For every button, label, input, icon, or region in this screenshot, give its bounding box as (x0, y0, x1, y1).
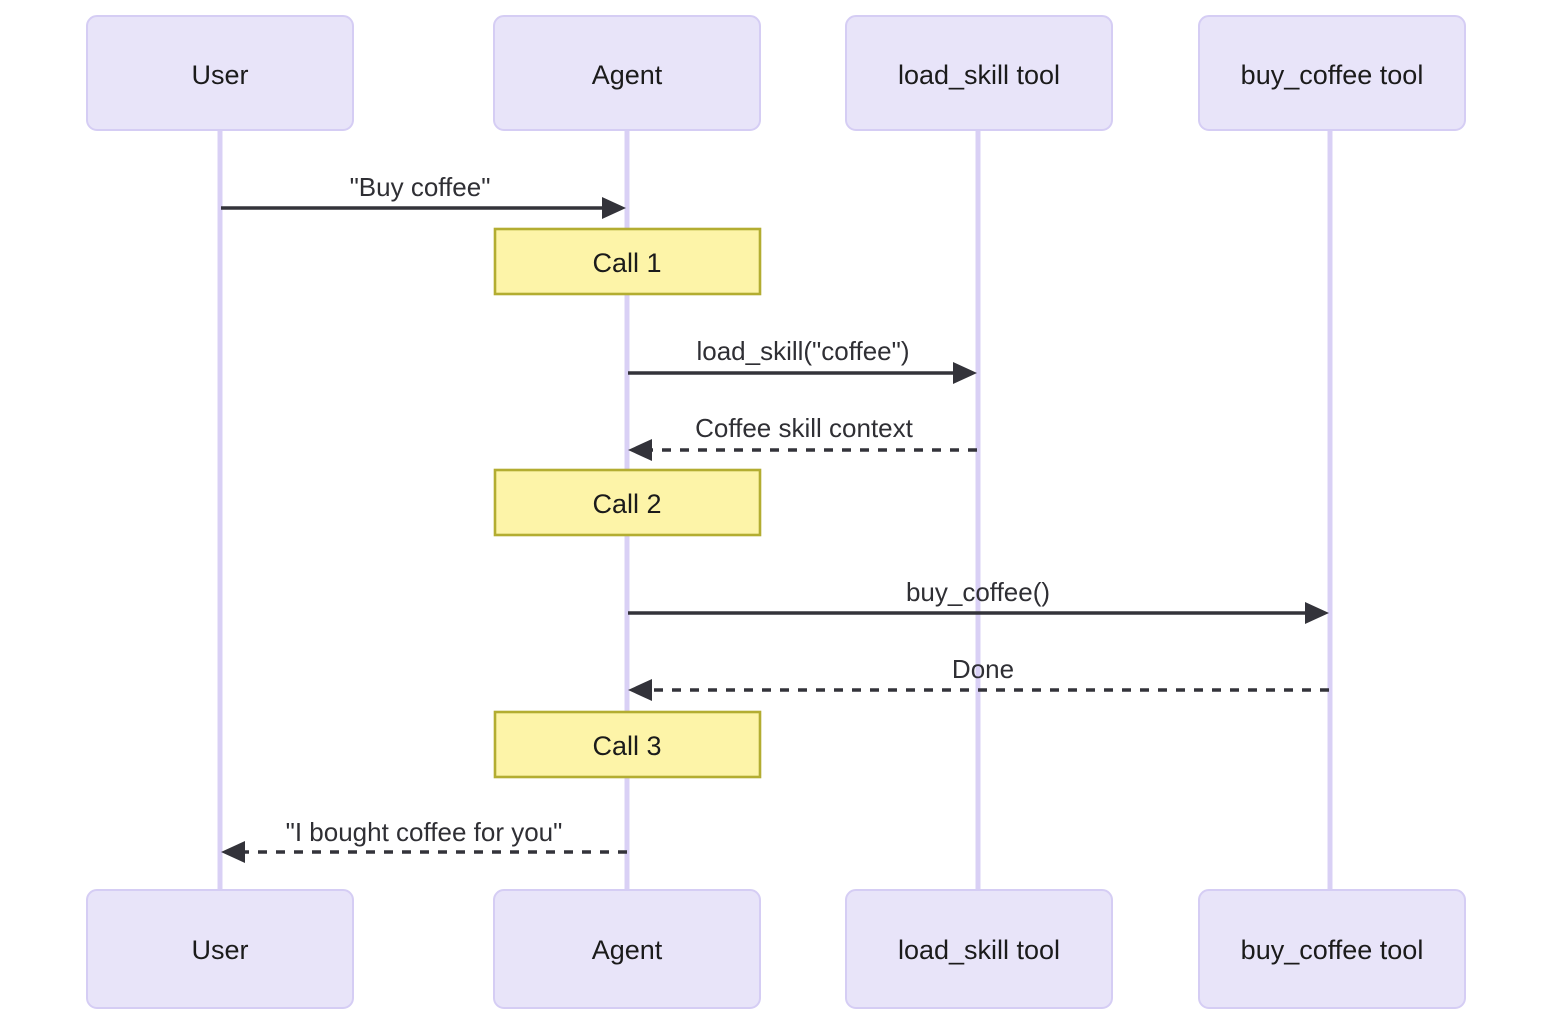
arrow-head-left-icon (628, 439, 652, 461)
participant-label-load-skill-top: load_skill tool (898, 60, 1060, 90)
arrow-head-left-icon (628, 679, 652, 701)
participant-box-buy-coffee-bottom[interactable] (1198, 889, 1466, 1009)
participant-label-buy-coffee-top: buy_coffee tool (1241, 60, 1424, 90)
lifelines-group (217, 130, 1333, 890)
message-bought-coffee-reply[interactable]: "I bought coffee for you" (221, 817, 627, 863)
participant-label-agent-top: Agent (592, 60, 663, 90)
message-label-buy-coffee-call: buy_coffee() (906, 577, 1050, 607)
note-box-call-3[interactable] (493, 710, 762, 779)
message-buy-coffee-call[interactable]: buy_coffee() (628, 577, 1329, 624)
participant-buy-coffee-top[interactable]: buy_coffee tool (1198, 15, 1466, 131)
message-label-bought-coffee-reply: "I bought coffee for you" (286, 817, 563, 847)
participant-label-agent-bottom: Agent (592, 935, 663, 965)
participant-header-row: User Agent load_skill tool buy_coffee to… (86, 15, 1466, 131)
message-load-skill-call[interactable]: load_skill("coffee") (628, 336, 977, 384)
note-call-2[interactable]: Call 2 (493, 468, 762, 537)
participant-box-user-top[interactable] (86, 15, 354, 131)
message-done-response[interactable]: Done (628, 654, 1329, 701)
participant-user-top[interactable]: User (86, 15, 354, 131)
participant-agent-bottom[interactable]: Agent (493, 889, 761, 1009)
note-label-call-2: Call 2 (592, 489, 661, 519)
participant-buy-coffee-bottom[interactable]: buy_coffee tool (1198, 889, 1466, 1009)
participant-load-skill-bottom[interactable]: load_skill tool (845, 889, 1113, 1009)
note-call-3[interactable]: Call 3 (493, 710, 762, 779)
participant-box-user-bottom[interactable] (86, 889, 354, 1009)
message-label-done-response: Done (952, 654, 1014, 684)
arrow-head-right-icon (1305, 602, 1329, 624)
participant-agent-top[interactable]: Agent (493, 15, 761, 131)
participant-label-user-top: User (191, 60, 248, 90)
arrow-head-right-icon (953, 362, 977, 384)
note-label-call-3: Call 3 (592, 731, 661, 761)
message-label-load-skill-call: load_skill("coffee") (696, 336, 909, 366)
participant-box-agent-top[interactable] (493, 15, 761, 131)
participant-label-buy-coffee-bottom: buy_coffee tool (1241, 935, 1424, 965)
note-call-1[interactable]: Call 1 (493, 227, 762, 296)
note-box-call-1[interactable] (493, 227, 762, 296)
participant-label-user-bottom: User (191, 935, 248, 965)
participant-box-buy-coffee-top[interactable] (1198, 15, 1466, 131)
participant-footer-row: User Agent load_skill tool buy_coffee to… (86, 889, 1466, 1009)
participant-box-load-skill-top[interactable] (845, 15, 1113, 131)
note-box-call-2[interactable] (493, 468, 762, 537)
note-label-call-1: Call 1 (592, 248, 661, 278)
participant-box-load-skill-bottom[interactable] (845, 889, 1113, 1009)
participant-user-bottom[interactable]: User (86, 889, 354, 1009)
arrow-head-right-icon (602, 197, 626, 219)
participant-load-skill-top[interactable]: load_skill tool (845, 15, 1113, 131)
message-buy-coffee-request[interactable]: "Buy coffee" (221, 172, 626, 219)
participant-label-load-skill-bottom: load_skill tool (898, 935, 1060, 965)
message-label-buy-coffee-request: "Buy coffee" (350, 172, 491, 202)
participant-box-agent-bottom[interactable] (493, 889, 761, 1009)
arrow-head-left-icon (221, 841, 245, 863)
message-coffee-skill-context[interactable]: Coffee skill context (628, 413, 977, 461)
message-label-coffee-skill-context: Coffee skill context (695, 413, 914, 443)
